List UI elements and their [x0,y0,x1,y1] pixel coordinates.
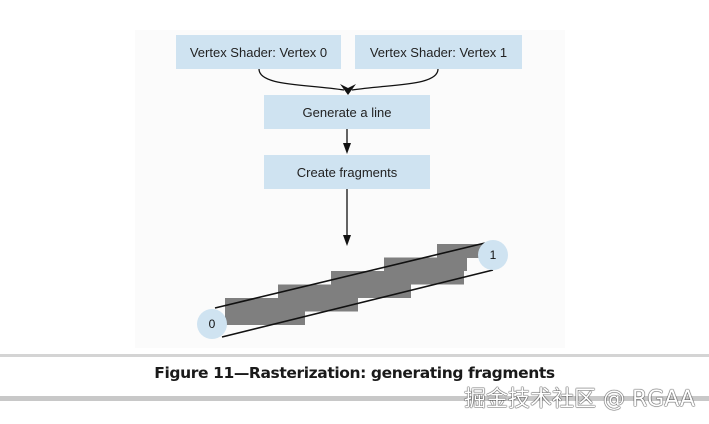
arrowhead-icon [343,143,351,154]
create-fragments-box: Create fragments [264,155,430,189]
fragment-block [278,284,331,299]
arrowhead-icon [340,84,356,95]
caption-rule-bottom [0,396,709,401]
watermark: 掘金技术社区 @ RGAA [463,387,695,412]
line-edge-bottom [221,269,494,338]
generate-line-box: Generate a line [264,95,430,129]
vertex-shader-1-label: Vertex Shader: Vertex 1 [369,44,508,60]
fragment-block [331,271,384,285]
fragment-block [384,257,437,272]
fragment-block [331,284,411,298]
edge-vertex0-to-line [258,68,345,91]
fragment-block [437,257,467,271]
vertex-shader-0-label: Vertex Shader: Vertex 0 [189,44,328,60]
edge-vertex1-to-line [351,68,439,91]
fragment-block [278,298,358,312]
vertex-shader-1-box: Vertex Shader: Vertex 1 [355,35,522,69]
arrowhead-icon [343,235,351,246]
create-fragments-label: Create fragments [296,164,398,180]
fragment-block [384,271,464,285]
figure-caption: Figure 11—Rasterization: generating frag… [154,364,555,382]
caption-rule-top [0,354,709,357]
fragment-group [225,244,490,325]
fragment-block [437,244,490,258]
vertex-1-label: 1 [490,248,497,262]
vertex-0-label: 0 [209,317,216,331]
line-edge-top [214,242,486,309]
diagram-graphics: 0 1 [197,68,508,339]
fragment-block [225,298,278,312]
fragment-block [225,311,305,325]
vertex-0-circle [197,309,227,339]
vertex-1-circle [478,240,508,270]
generate-line-label: Generate a line [302,104,392,120]
vertex-shader-0-box: Vertex Shader: Vertex 0 [176,35,341,69]
